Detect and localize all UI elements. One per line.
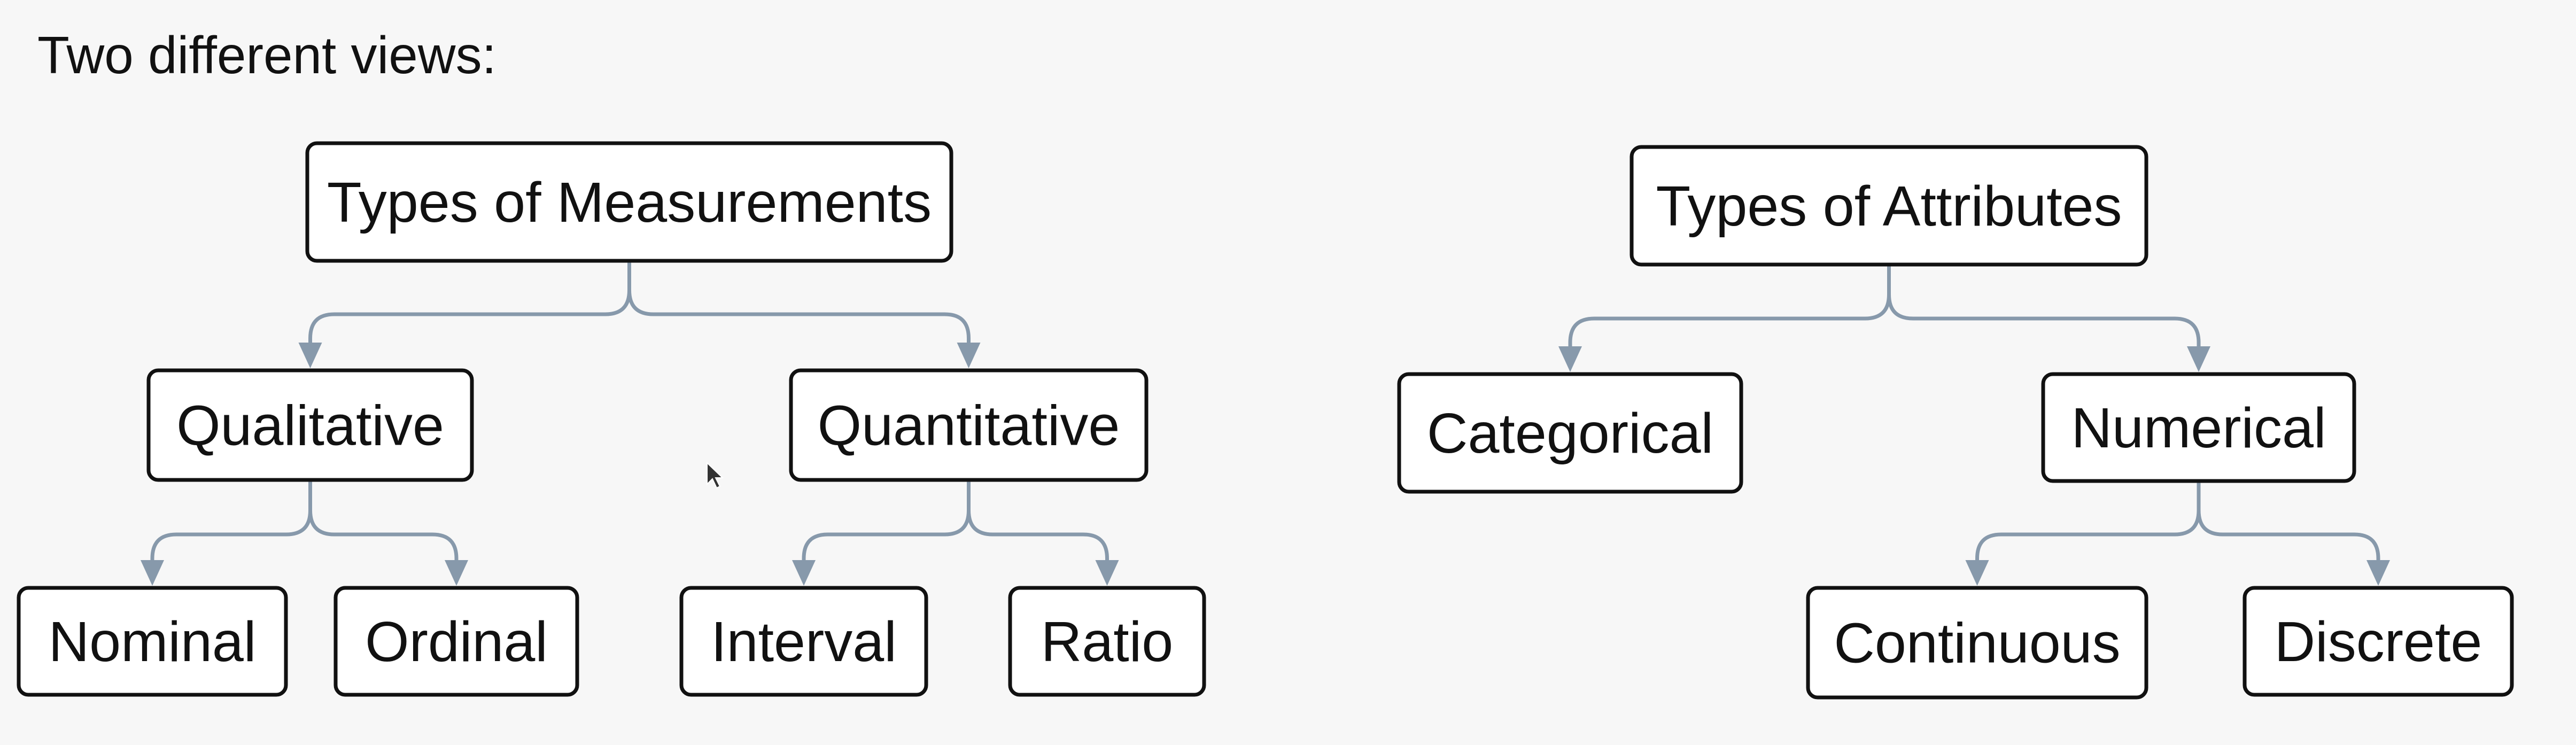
node-box: [1008, 586, 1206, 697]
arrowhead-icon: [141, 560, 164, 586]
node-categorical: Categorical: [1397, 372, 1743, 494]
node-label: Quantitative: [818, 394, 1120, 457]
node-label: Categorical: [1427, 402, 1713, 465]
numerical-connector-0: [1975, 481, 2201, 564]
qualitative-connector-1: [308, 480, 459, 564]
node-box: [679, 586, 928, 697]
node-label: Interval: [711, 610, 897, 673]
node-ratio: Ratio: [1008, 586, 1206, 697]
node-quantitative: Quantitative: [789, 368, 1149, 482]
node-discrete: Discrete: [2243, 586, 2514, 697]
node-types-of-attributes: Types of Attributes: [1630, 145, 2148, 267]
node-label: Types of Measurements: [327, 171, 932, 234]
root-0-connector-0: [308, 261, 631, 347]
quantitative-connector-1: [967, 480, 1109, 564]
node-qualitative: Qualitative: [146, 368, 474, 482]
node-box: [1806, 586, 2148, 700]
node-continuous: Continuous: [1806, 586, 2148, 700]
node-box: [2041, 372, 2356, 483]
root-1-connector-1: [1887, 265, 2201, 351]
numerical-connector-1: [2197, 481, 2380, 564]
arrowhead-icon: [1965, 560, 1989, 586]
node-nominal: Nominal: [17, 586, 288, 697]
node-label: Types of Attributes: [1656, 175, 2122, 238]
quantitative-connector-0: [802, 480, 971, 564]
qualitative-connector-0: [150, 480, 312, 564]
arrowhead-icon: [1095, 560, 1119, 586]
slide-heading: Two different views:: [37, 26, 496, 84]
arrowhead-icon: [298, 343, 322, 368]
node-box: [1630, 145, 2148, 267]
node-label: Continuous: [1834, 612, 2120, 675]
node-box: [305, 141, 953, 263]
node-numerical: Numerical: [2041, 372, 2356, 483]
mouse-cursor-icon: [707, 461, 724, 489]
node-label: Ratio: [1041, 610, 1173, 673]
node-box: [17, 586, 288, 697]
node-interval: Interval: [679, 586, 928, 697]
node-box: [2243, 586, 2514, 697]
root-0-connector-1: [627, 261, 971, 347]
node-box: [146, 368, 474, 482]
arrowhead-icon: [445, 560, 468, 586]
node-label: Nominal: [49, 610, 257, 673]
node-label: Discrete: [2275, 610, 2482, 673]
node-box: [789, 368, 1149, 482]
arrowhead-icon: [2366, 560, 2390, 586]
root-1-connector-0: [1568, 265, 1891, 351]
node-box: [333, 586, 579, 697]
node-types-of-measurements: Types of Measurements: [305, 141, 953, 263]
node-label: Ordinal: [365, 610, 548, 673]
arrowhead-icon: [792, 560, 816, 586]
node-label: Numerical: [2071, 397, 2326, 460]
arrowhead-icon: [957, 343, 981, 368]
arrowhead-icon: [1558, 346, 1582, 372]
arrowhead-icon: [2187, 346, 2210, 372]
node-ordinal: Ordinal: [333, 586, 579, 697]
connector-layer: [141, 261, 2390, 586]
node-box: [1397, 372, 1743, 494]
node-label: Qualitative: [176, 394, 444, 457]
